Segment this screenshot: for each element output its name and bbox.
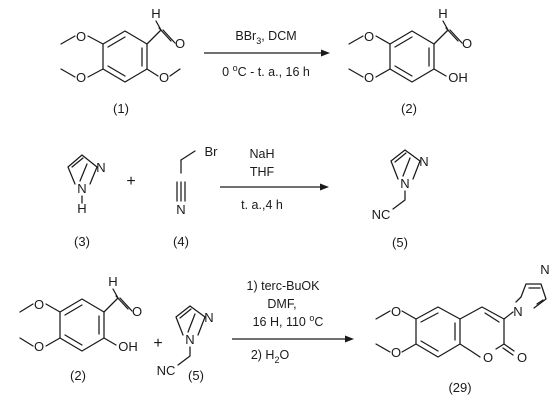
molecule-2-reactant: O O OH H O xyxy=(19,274,142,354)
atom-o-right: O xyxy=(159,70,169,85)
atom-n-imidazole: N xyxy=(419,154,428,169)
atom-n-h: N xyxy=(77,181,86,196)
atom-o-bottom: O xyxy=(76,70,86,85)
compound-label-29: (29) xyxy=(448,380,471,395)
atom-n-1: N xyxy=(513,304,522,319)
molecule-5-reactant: N N NC xyxy=(157,305,214,378)
atom-n-imidazole: N xyxy=(540,262,549,277)
atom-h-aldehyde: H xyxy=(151,6,160,21)
solvent-dmf: DMF, xyxy=(267,297,296,311)
reagent-terc-buok: 1) terc-BuOK xyxy=(247,279,321,293)
compound-label-5: (5) xyxy=(392,235,408,250)
atom-o-bottom: O xyxy=(364,70,374,85)
molecule-2: O O OH H O xyxy=(348,6,472,85)
reagent-bbr3-dcm: BBr3, DCM xyxy=(235,29,296,46)
atom-n-1: N xyxy=(185,332,194,347)
atom-h: H xyxy=(77,201,86,216)
atom-o-carbonyl: O xyxy=(517,350,527,365)
conditions-temp-time-3: 16 H, 110 oC xyxy=(253,313,324,329)
atom-o-top: O xyxy=(34,297,44,312)
atom-br: Br xyxy=(205,144,219,159)
compound-label-3: (3) xyxy=(74,234,90,249)
atom-n-nitrile: N xyxy=(176,202,185,217)
atom-nc: NC xyxy=(372,207,391,222)
atom-o-top: O xyxy=(391,304,401,319)
molecule-4-bromoacetonitrile: Br N xyxy=(176,144,218,217)
reagent-water: 2) H2O xyxy=(251,348,290,365)
solvent-thf: THF xyxy=(250,165,275,179)
compound-label-1: (1) xyxy=(113,101,129,116)
atom-h-aldehyde: H xyxy=(438,6,447,21)
atom-o-top: O xyxy=(364,29,374,44)
reaction-arrow-3 xyxy=(232,335,354,343)
molecule-5-imidazolylacetonitrile: N N NC xyxy=(372,149,429,222)
plus-sign-3: + xyxy=(153,335,162,352)
atom-o-aldehyde: O xyxy=(462,36,472,51)
compound-label-5-reactant: (5) xyxy=(188,368,204,383)
conditions-time-2: t. a.,4 h xyxy=(241,198,283,212)
molecule-29-coumarin: O O O O N N xyxy=(375,262,550,365)
conditions-temp-time-1: 0 oC - t. a., 16 h xyxy=(222,63,310,79)
compound-label-2: (2) xyxy=(401,101,417,116)
atom-o-bottom: O xyxy=(34,339,44,354)
molecule-1: O O O H O xyxy=(60,6,185,85)
atom-nc: NC xyxy=(157,363,176,378)
reaction-arrow-1 xyxy=(204,49,330,57)
compound-label-4: (4) xyxy=(173,234,189,249)
atom-n-imidazole: N xyxy=(96,160,105,175)
atom-o-top: O xyxy=(76,29,86,44)
atom-n-imidazole: N xyxy=(204,310,213,325)
atom-h-aldehyde: H xyxy=(108,274,117,289)
atom-o-aldehyde: O xyxy=(175,36,185,51)
atom-o-aldehyde: O xyxy=(132,304,142,319)
atom-oh: OH xyxy=(118,339,138,354)
atom-o-ring: O xyxy=(483,350,493,365)
reagent-nah: NaH xyxy=(249,147,274,161)
atom-n-1: N xyxy=(400,176,409,191)
atom-oh: OH xyxy=(448,70,468,85)
compound-label-2-reactant: (2) xyxy=(70,368,86,383)
molecule-3-imidazole: N N H xyxy=(67,154,106,216)
atom-o-bottom: O xyxy=(391,345,401,360)
plus-sign-2: + xyxy=(126,173,135,190)
reaction-arrow-2 xyxy=(220,183,329,191)
